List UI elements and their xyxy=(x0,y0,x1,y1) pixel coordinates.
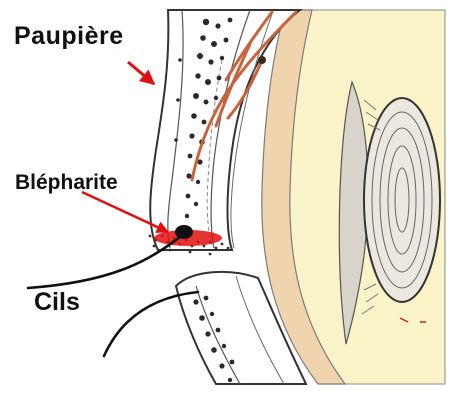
blepharitis-label: Blépharite xyxy=(15,172,118,193)
lashes-label: Cils xyxy=(34,290,80,315)
lash-root xyxy=(175,225,193,239)
lens xyxy=(364,98,440,302)
eyelid-arrow xyxy=(128,62,154,84)
eyelid-label: Paupière xyxy=(14,24,124,49)
vessel-node xyxy=(258,56,266,64)
